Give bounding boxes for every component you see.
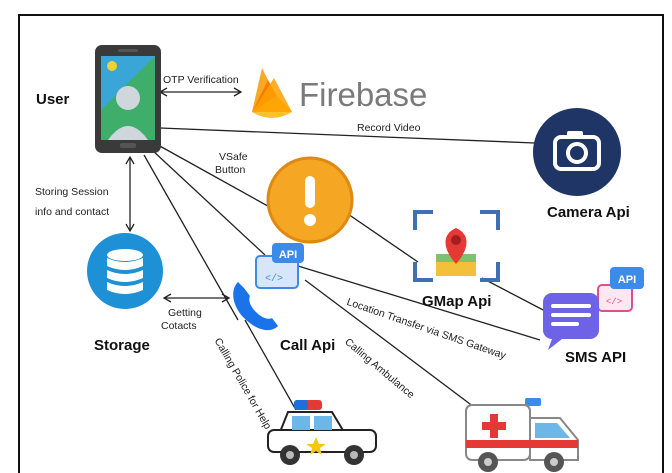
ambulance-icon xyxy=(465,398,579,472)
sms-api-icon: API </> xyxy=(543,267,644,350)
vsafe-label: VSafe xyxy=(219,151,248,163)
info-and-contact-label: info and contact xyxy=(35,206,110,218)
storing-session-label: Storing Session xyxy=(35,186,109,198)
record-video-label: Record Video xyxy=(357,122,421,134)
phone-handset-icon xyxy=(233,282,278,331)
arrow-head-storage-up xyxy=(125,155,135,165)
edge-call-sms-gateway xyxy=(284,261,541,341)
storage-label: Storage xyxy=(94,337,150,354)
edge-warning-gmap xyxy=(344,211,419,263)
getting-label: Getting xyxy=(168,307,202,319)
storage-database-icon xyxy=(87,233,163,309)
edge-user-call-api xyxy=(151,149,266,256)
vsafe-warning-icon xyxy=(266,156,354,244)
code-brackets-icon: </> xyxy=(606,297,622,307)
edge-user-warning xyxy=(157,144,276,211)
firebase-logo-icon xyxy=(252,68,292,118)
sms-api-label: SMS API xyxy=(565,349,627,366)
arrow-head-storage-phone-left xyxy=(162,293,172,303)
otp-verification-label: OTP Verification xyxy=(163,74,239,86)
police-car-icon xyxy=(267,400,377,465)
connections xyxy=(125,87,548,411)
gmap-api-label: GMap Api xyxy=(422,293,492,310)
button-label: Button xyxy=(215,164,246,176)
arrow-head-storage-down xyxy=(125,223,135,233)
camera-api-label: Camera Api xyxy=(547,204,630,221)
code-brackets-icon: </> xyxy=(265,273,283,285)
call-api-badge-icon: API </> xyxy=(255,243,304,289)
call-api-label: Call Api xyxy=(280,337,336,354)
user-label: User xyxy=(36,91,70,108)
firebase-label: Firebase xyxy=(299,76,428,113)
call-api-badge-text: API xyxy=(279,249,297,261)
arrow-head-firebase xyxy=(233,87,243,97)
edge-user-phone xyxy=(143,154,239,321)
camera-icon xyxy=(533,108,621,196)
cotacts-label: Cotacts xyxy=(161,320,197,332)
edge-phone-police xyxy=(244,319,297,411)
edge-call-ambulance xyxy=(304,279,479,411)
edge-gmap-sms xyxy=(481,277,548,313)
diagram-frame xyxy=(18,14,664,473)
smartphone-icon xyxy=(95,45,161,153)
arrow-head-storage-phone-right xyxy=(221,293,231,303)
gmap-icon xyxy=(413,210,500,282)
sms-api-badge-text: API xyxy=(618,274,636,286)
edge-user-camera xyxy=(159,127,536,144)
